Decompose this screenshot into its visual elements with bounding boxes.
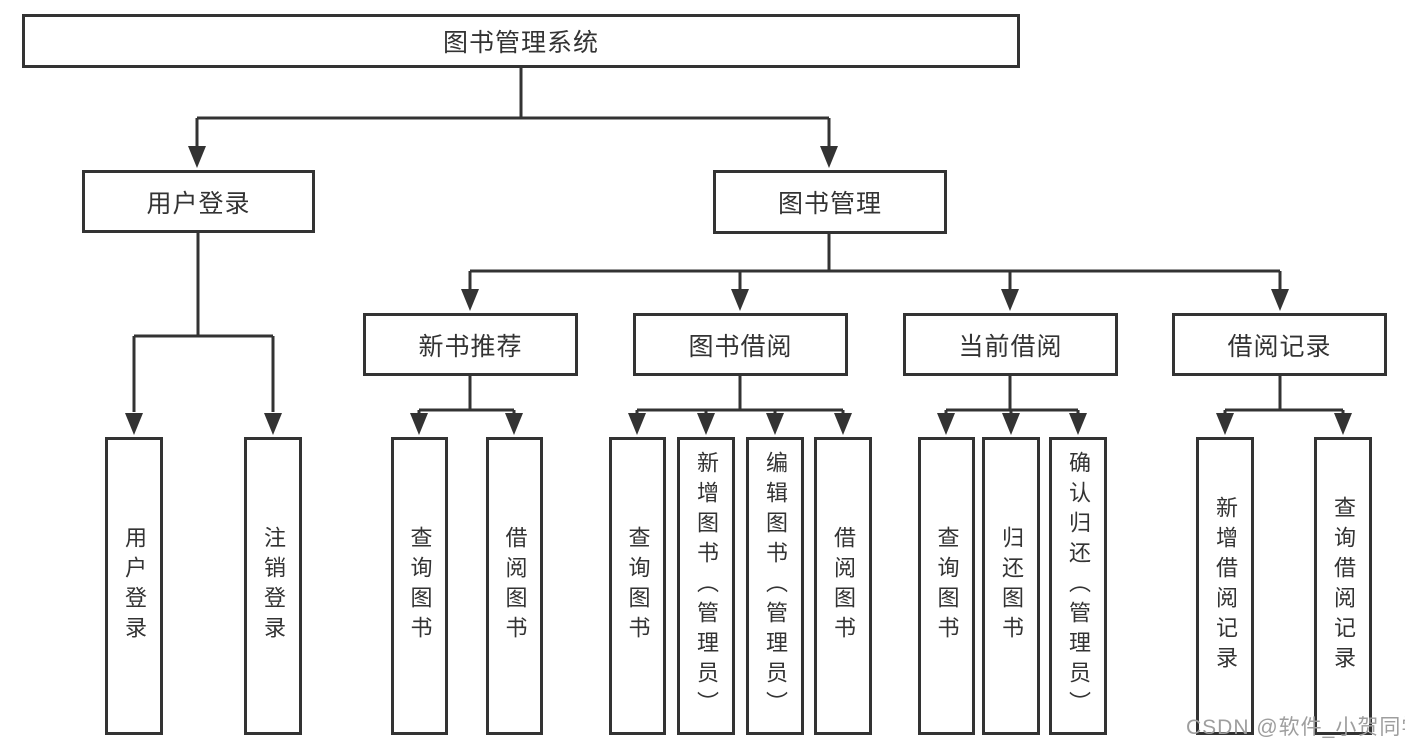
leaf-return-book: 归还图书: [982, 437, 1040, 735]
leaf-edit-book-admin: 编辑图书（管理员）: [746, 437, 804, 735]
node-root: 图书管理系统: [22, 14, 1020, 68]
leaf-borrow-book-recommend: 借阅图书: [486, 437, 543, 735]
node-current-borrowing: 当前借阅: [903, 313, 1118, 376]
leaf-borrow-book-borrowing: 借阅图书: [814, 437, 872, 735]
leaf-user-login: 用户登录: [105, 437, 163, 735]
leaf-add-borrow-record: 新增借阅记录: [1196, 437, 1254, 735]
leaf-add-book-admin: 新增图书（管理员）: [677, 437, 735, 735]
leaf-query-book-borrowing: 查询图书: [609, 437, 666, 735]
node-new-book-recommendation: 新书推荐: [363, 313, 578, 376]
leaf-logout: 注销登录: [244, 437, 302, 735]
node-borrowing-records: 借阅记录: [1172, 313, 1387, 376]
leaf-query-book-recommend: 查询图书: [391, 437, 448, 735]
arrowheads: [125, 146, 1352, 435]
node-user-login: 用户登录: [82, 170, 315, 233]
watermark: CSDN @软件_小贺同学: [1186, 716, 1405, 739]
leaf-confirm-return-admin: 确认归还（管理员）: [1049, 437, 1107, 735]
node-book-borrowing: 图书借阅: [633, 313, 848, 376]
node-book-management: 图书管理: [713, 170, 947, 234]
leaf-query-borrow-record: 查询借阅记录: [1314, 437, 1372, 735]
leaf-query-book-current: 查询图书: [918, 437, 975, 735]
